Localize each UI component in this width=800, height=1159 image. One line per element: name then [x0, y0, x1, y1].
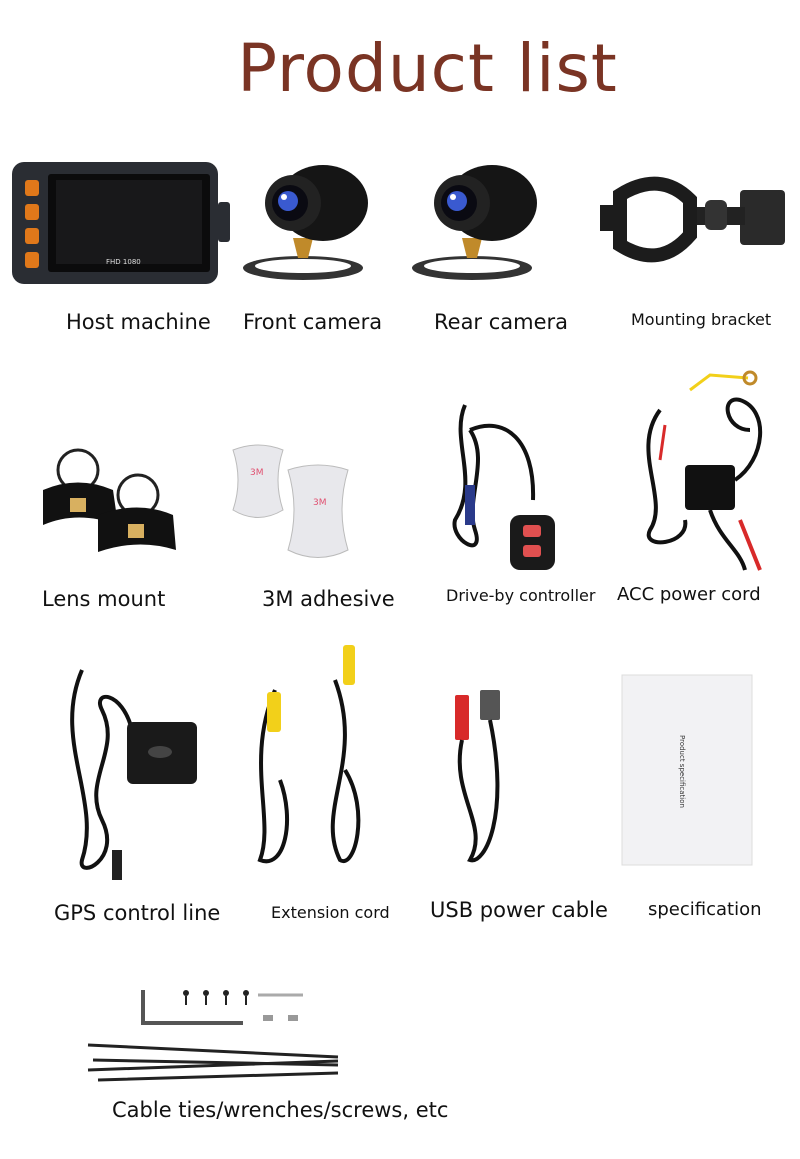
front-camera-icon — [243, 165, 368, 280]
mounting-bracket-item — [600, 175, 790, 275]
mounting-bracket-label: Mounting bracket — [631, 310, 772, 329]
host-machine-label: Host machine — [66, 310, 211, 334]
gps-item — [62, 660, 202, 890]
lens-mount-item — [38, 448, 178, 560]
acc-cord-item — [630, 370, 780, 575]
acc-cord-label: ACC power cord — [617, 584, 761, 605]
host-machine-item: FHD 1080 — [10, 160, 235, 290]
accessories-item — [87, 985, 348, 1095]
adhesive-pads-icon: 3M 3M — [232, 444, 349, 558]
adhesive-label: 3M adhesive — [262, 587, 395, 611]
usb-cable-item — [450, 685, 525, 865]
gps-module-icon — [70, 669, 197, 880]
lens-mount-icon — [43, 448, 176, 552]
accessories-label: Cable ties/wrenches/screws, etc — [112, 1098, 449, 1122]
sticker-text-2: 3M — [313, 498, 327, 508]
controller-item — [445, 400, 565, 575]
usb-cable-icon — [455, 690, 500, 863]
lens-mount-label: Lens mount — [42, 587, 166, 611]
accessories-icon — [87, 990, 339, 1082]
manual-booklet-icon: Product specification — [621, 674, 753, 866]
host-machine-icon: FHD 1080 — [12, 162, 230, 284]
rear-camera-icon — [412, 165, 537, 280]
gps-label: GPS control line — [54, 901, 221, 925]
mounting-bracket-icon — [600, 176, 785, 263]
manual-item: Product specification — [621, 674, 753, 866]
extension-cord-icon — [257, 645, 361, 864]
rear-camera-item — [407, 158, 547, 283]
front-camera-item — [238, 158, 378, 283]
remote-controller-icon — [452, 404, 555, 570]
extension-cord-label: Extension cord — [271, 903, 390, 922]
screen-text: FHD 1080 — [106, 258, 141, 266]
usb-cable-label: USB power cable — [430, 898, 608, 922]
adhesive-item: 3M 3M — [228, 440, 353, 570]
rear-camera-label: Rear camera — [434, 310, 569, 334]
controller-label: Drive-by controller — [446, 586, 596, 605]
extension-cord-item — [245, 640, 375, 870]
front-camera-label: Front camera — [243, 310, 383, 334]
page-title: Product list — [237, 30, 618, 107]
sticker-text-1: 3M — [250, 468, 264, 478]
acc-power-cord-icon — [646, 370, 763, 571]
manual-label: specification — [648, 899, 762, 920]
booklet-text: Product specification — [678, 735, 686, 808]
